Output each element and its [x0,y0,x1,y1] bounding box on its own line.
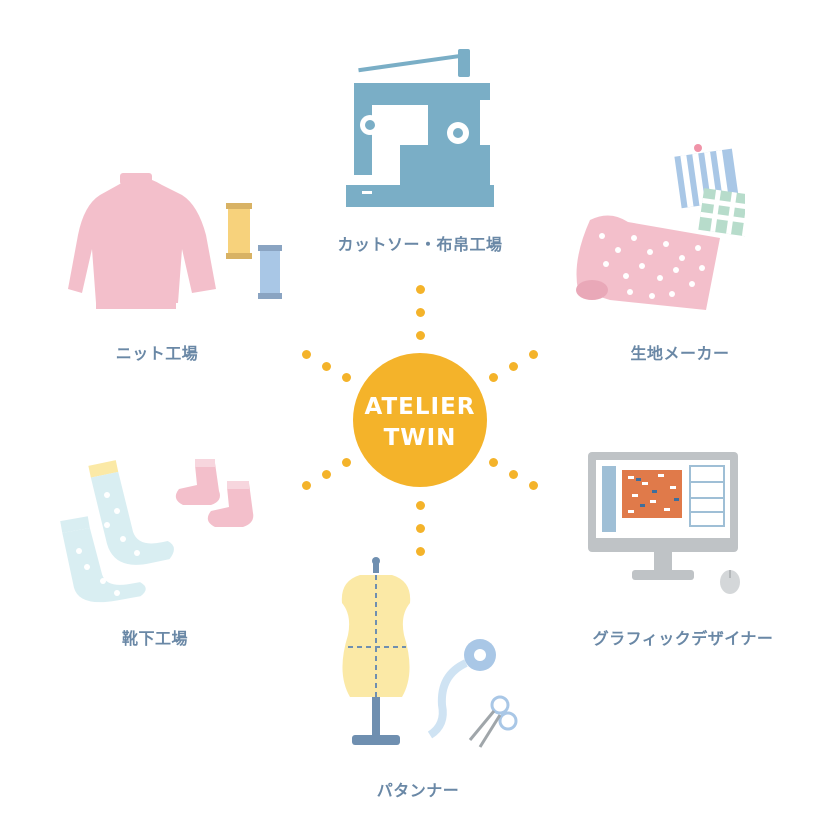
center-title: ATELIER TWIN [350,392,490,454]
connector-dot [528,481,538,490]
center-hub [353,353,487,487]
computer-monitor-icon [588,452,740,594]
connector-dot [321,361,331,371]
sewing-machine-icon [346,49,494,207]
connector-dot [341,373,351,382]
node-label-socks: 靴下工場 [121,629,189,648]
sweater-icon [68,173,282,309]
connector-dot [489,373,499,382]
node-label-graphic: グラフィックデザイナー [592,629,774,648]
center-title-line2: TWIN [383,425,457,451]
connector-dot [302,350,312,359]
connector-dot [341,458,351,467]
connector-dot [489,458,499,467]
node-label-cut-sew: カットソー・布帛工場 [337,235,503,254]
connector-dot [415,284,425,294]
connector-dot [528,350,538,359]
node-label-pattern: パタンナー [376,781,460,800]
connector-dot [415,500,425,510]
connector-dot [415,330,425,340]
fabric-roll-icon [576,144,745,310]
connector-dot [509,469,519,479]
center-title-line1: ATELIER [364,394,476,420]
connector-dot [321,469,331,479]
connector-dot [415,307,425,317]
connector-dot [415,546,425,556]
connector-dot [415,523,425,533]
node-label-fabric: 生地メーカー [630,344,730,363]
socks-icon [60,459,254,603]
dress-form-icon [341,557,518,748]
connector-dot [302,481,312,490]
node-label-knit: ニット工場 [115,344,199,363]
connector-dot [509,361,519,371]
